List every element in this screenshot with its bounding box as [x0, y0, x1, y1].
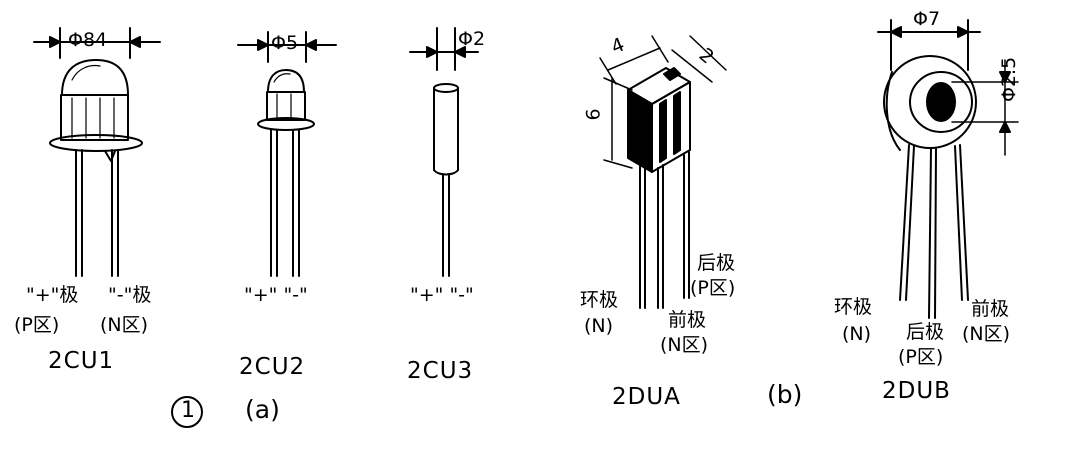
dub-front-region-label: (N区) [962, 323, 1011, 345]
dua-quadrant-diode [599, 35, 727, 309]
cu1-dimension: Φ84 [68, 29, 108, 51]
cu1-region-n-label: (N区) [100, 314, 149, 336]
cu1-photodiode [33, 27, 161, 277]
cu1-pin-minus-label: "-"极 [108, 284, 152, 306]
dua-model-label: 2DUA [612, 384, 681, 410]
cu3-dimension: Φ2 [458, 28, 486, 50]
dub-ring-region-label: (N) [842, 323, 872, 345]
dub-back-pole-label: 后极 [906, 321, 945, 343]
cu1-model-label: 2CU1 [48, 348, 115, 374]
dua-front-region-label: (N区) [660, 334, 709, 356]
cu2-pin-labels: "+" "-" [244, 284, 308, 306]
cu2-dimension: Φ5 [271, 32, 299, 54]
dua-height-dimension: 6 [582, 108, 605, 121]
figure-number: 1 [181, 398, 195, 423]
dua-ring-pole-label: 环极 [580, 289, 619, 311]
dub-ring-pole-label: 环极 [834, 296, 873, 318]
cu3-pin-labels: "+" "-" [410, 284, 474, 306]
cu2-model-label: 2CU2 [239, 354, 306, 380]
dub-outer-dimension: Φ7 [913, 8, 941, 30]
figure-part-b-label: (b) [767, 380, 803, 409]
dub-front-pole-label: 前极 [971, 298, 1010, 320]
cu3-model-label: 2CU3 [407, 358, 474, 384]
cu1-region-p-label: (P区) [14, 314, 60, 336]
dua-back-region-label: (P区) [690, 277, 736, 299]
cu2-photodiode [237, 31, 337, 277]
dua-front-pole-label: 前极 [668, 309, 707, 331]
cu1-pin-plus-label: "+"极 [26, 284, 79, 306]
dub-model-label: 2DUB [882, 378, 951, 404]
dua-ring-region-label: (N) [584, 315, 614, 337]
dub-inner-dimension: Φ2.5 [998, 56, 1020, 102]
figure-number-circle [171, 396, 203, 428]
cu3-photodiode [409, 27, 479, 277]
dub-ring-diode [877, 19, 1019, 319]
dua-back-pole-label: 后极 [697, 252, 736, 274]
figure-part-a-label: (a) [245, 395, 280, 424]
dub-back-region-label: (P区) [898, 346, 944, 368]
